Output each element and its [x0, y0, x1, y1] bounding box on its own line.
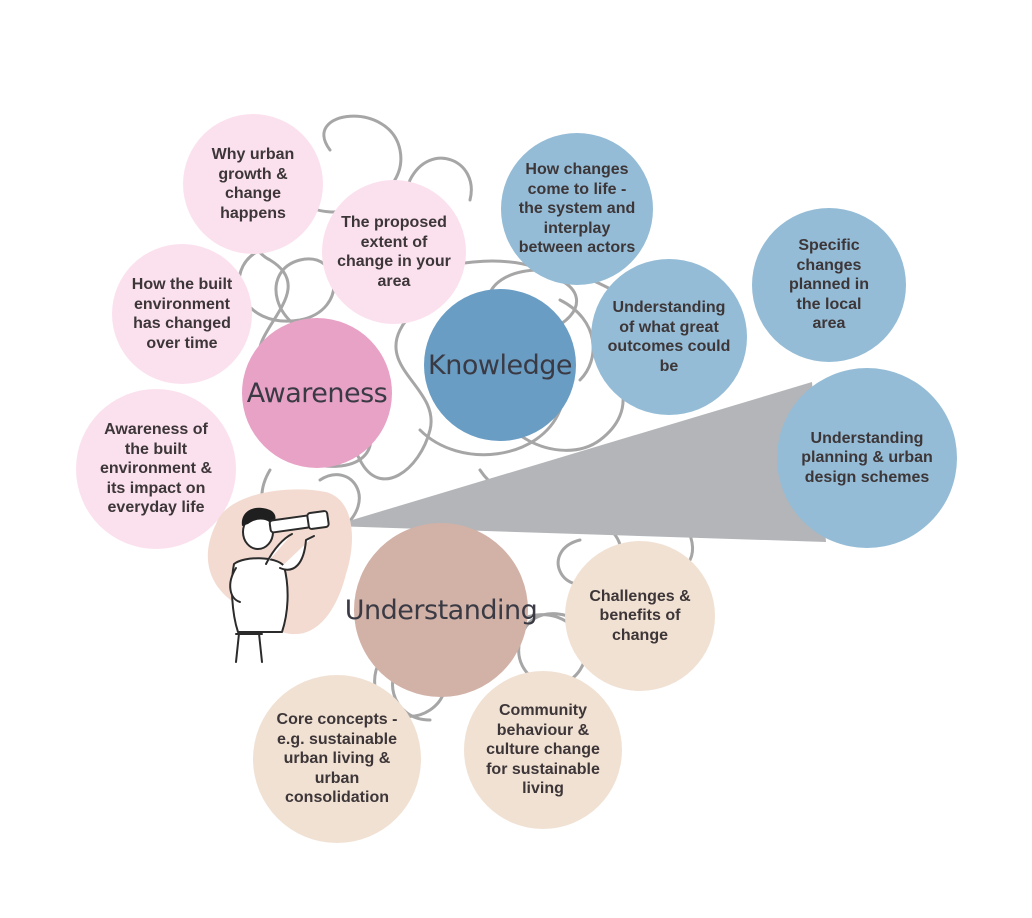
topic-how-changes-come-to-life: How changes come to life - the system an…: [501, 133, 653, 285]
hub-understanding: Understanding: [345, 523, 538, 697]
person-arm: [265, 533, 293, 565]
topic-planning-schemes: Understanding planning & urban design sc…: [777, 368, 957, 548]
person-torso: [230, 557, 289, 633]
topic-community-behaviour: Community behaviour & culture change for…: [464, 671, 622, 829]
topic-label: How changes come to life - the system an…: [518, 161, 636, 257]
telescope-lens: [306, 510, 330, 530]
topic-built-environment-changed: How the built environment has changed ov…: [112, 244, 252, 384]
person-hair: [241, 507, 276, 526]
topic-label: Core concepts - e.g. sustainable urban l…: [276, 711, 398, 807]
person-arm: [229, 567, 241, 603]
telescope-beam: [332, 382, 826, 542]
topic-why-urban-growth: Why urban growth & change happens: [183, 114, 323, 254]
topic-core-concepts: Core concepts - e.g. sustainable urban l…: [253, 675, 421, 843]
topic-specific-changes: Specific changes planned in the local ar…: [752, 208, 906, 362]
person-looking-through-telescope-icon: [207, 489, 352, 663]
topic-awareness-impact: Awareness of the built environment & its…: [76, 389, 236, 549]
person-arm: [279, 535, 315, 571]
topic-label: Understanding planning & urban design sc…: [801, 429, 933, 486]
topic-label: How the built environment has changed ov…: [131, 276, 233, 352]
topic-great-outcomes: Understanding of what great outcomes cou…: [591, 259, 747, 415]
hub-awareness: Awareness: [242, 318, 392, 468]
topic-label: Why urban growth & change happens: [211, 146, 295, 222]
hub-label: Understanding: [344, 594, 538, 626]
topic-label: Specific changes planned in the local ar…: [789, 237, 869, 333]
topic-label: Challenges & benefits of change: [589, 587, 691, 644]
topic-proposed-extent: The proposed extent of change in your ar…: [322, 180, 466, 324]
topic-label: Understanding of what great outcomes cou…: [607, 299, 731, 375]
topic-label: Awareness of the built environment & its…: [99, 421, 212, 517]
topic-challenges-benefits: Challenges & benefits of change: [565, 541, 715, 691]
topic-label: Community behaviour & culture change for…: [486, 702, 600, 798]
topic-label: The proposed extent of change in your ar…: [337, 214, 451, 290]
hub-knowledge: Knowledge: [424, 289, 576, 441]
hub-label: Knowledge: [428, 349, 572, 381]
hub-label: Awareness: [246, 377, 388, 409]
